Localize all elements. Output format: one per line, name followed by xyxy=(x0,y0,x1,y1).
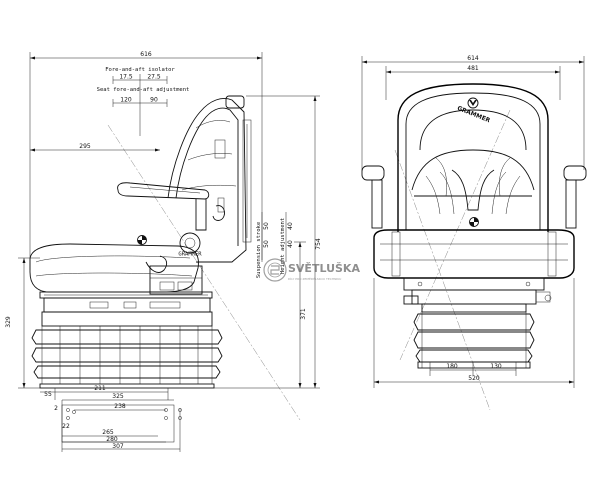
front-overall-width: 614 xyxy=(467,55,479,62)
base-front-offset: 55 xyxy=(44,391,52,398)
height-adjust-a: 40 xyxy=(287,222,294,230)
backrest-offset: 295 xyxy=(79,143,91,150)
base-depth: 211 xyxy=(94,385,106,392)
dim-265: 265 xyxy=(102,429,114,436)
seat-adjust-label: Seat fore-and-aft adjustment xyxy=(97,87,190,93)
backrest-width: 481 xyxy=(467,65,479,72)
height-adjust-b: 40 xyxy=(287,240,294,248)
fore-aft-isolator-left: 17.5 xyxy=(119,74,133,81)
seat-adjust-left: 120 xyxy=(120,97,132,104)
side-overall-width: 616 xyxy=(140,51,152,58)
suspension-stroke-b: 50 xyxy=(263,240,270,248)
base-height: 329 xyxy=(5,316,12,328)
height-adjust-label: Height adjustment xyxy=(280,218,286,274)
fore-aft-isolator-label: Fore-and-aft isolator xyxy=(105,67,175,73)
seat-adjust-right: 90 xyxy=(150,97,158,104)
dim-307: 307 xyxy=(112,443,124,450)
fore-aft-isolator-right: 27.5 xyxy=(147,74,161,81)
seat-height: 371 xyxy=(300,308,307,320)
bellows-ribs xyxy=(59,326,199,384)
watermark-name: SVĚTLUŠKA xyxy=(288,262,360,275)
svg-text:GRAMMER: GRAMMER xyxy=(178,252,202,258)
bottom-bolt-view: 325 238 2 22 265 280 307 xyxy=(54,393,182,452)
dim-325: 325 xyxy=(112,393,124,400)
suspension-stroke-a: 50 xyxy=(263,222,270,230)
side-view: 616 Fore-and-aft isolator 17.5 27.5 Seat… xyxy=(5,51,322,400)
front-base-right: 130 xyxy=(490,363,502,370)
watermark-logo: SVĚTLUŠKA DÍLY PRO ZEMĚDĚLSKOU TECHNIKU xyxy=(263,258,360,282)
dim-22: 22 xyxy=(62,423,70,430)
front-view: 614 481 GRAMMER xyxy=(361,55,587,388)
front-base-width: 520 xyxy=(468,375,480,382)
dim-280: 280 xyxy=(106,436,118,443)
watermark-tagline: DÍLY PRO ZEMĚDĚLSKOU TECHNIKU xyxy=(288,276,341,281)
dim-238: 238 xyxy=(114,403,126,410)
suspension-stroke-label: Suspension stroke xyxy=(256,222,262,278)
total-height: 754 xyxy=(315,238,322,250)
front-base-left: 180 xyxy=(446,363,458,370)
dim-2: 2 xyxy=(54,405,58,412)
